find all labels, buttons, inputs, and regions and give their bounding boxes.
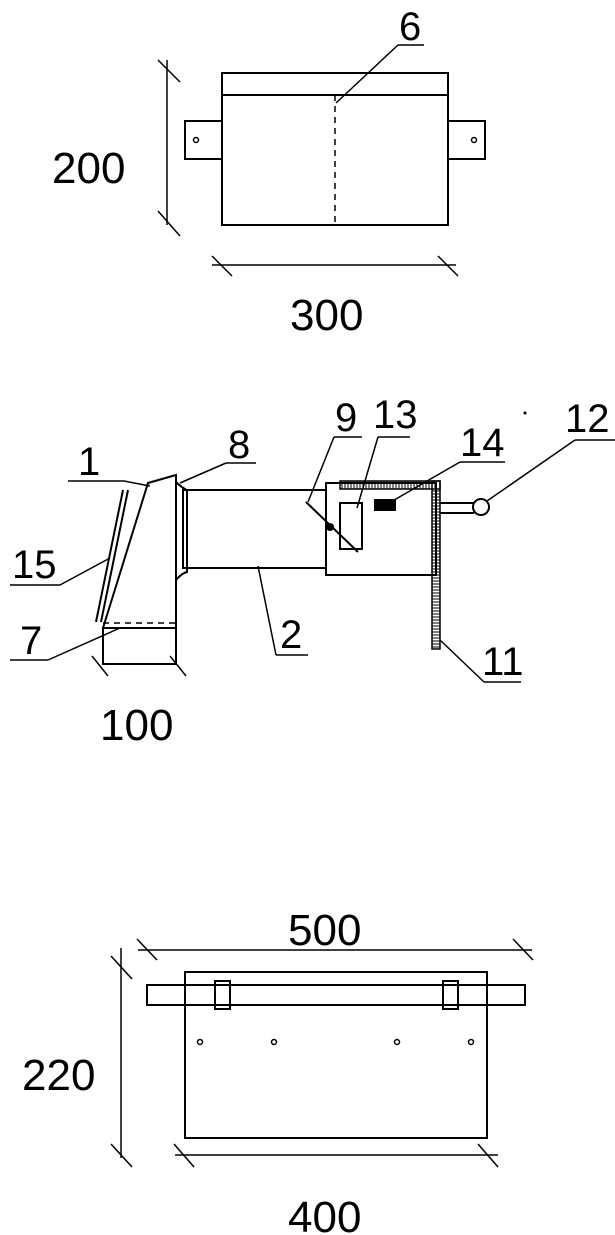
rail-clamp-right xyxy=(442,980,459,1010)
valve-pivot-9 xyxy=(326,523,334,531)
plate-hole-4 xyxy=(467,1038,475,1046)
flange-8 xyxy=(175,481,188,581)
callout-1-leader xyxy=(123,480,151,487)
tube-2 xyxy=(182,489,327,569)
bottom-view: 500 220 400 xyxy=(22,906,534,1235)
rail-clamp-left xyxy=(214,980,231,1010)
callout-8-leader xyxy=(179,462,227,484)
callout-15-leader xyxy=(59,557,111,586)
callout-11-label: 11 xyxy=(482,640,524,684)
plate-hole-3 xyxy=(393,1038,401,1046)
callout-14-leader xyxy=(388,461,461,504)
hopper-outlet xyxy=(102,627,177,665)
callout-7-label: 7 xyxy=(20,619,42,663)
plate-hole-2 xyxy=(270,1038,278,1046)
callout-9-leader xyxy=(307,436,335,503)
callout-12-label: 12 xyxy=(565,397,610,441)
top-left-tab xyxy=(184,120,223,160)
callout-13-leader xyxy=(356,436,379,509)
bottom-plate xyxy=(184,971,488,1139)
callout-11-leader xyxy=(439,639,485,683)
dim-200-tick-top xyxy=(157,59,181,83)
dim-300-tick-left xyxy=(211,255,233,277)
comb-strip-11 xyxy=(431,480,441,650)
bottom-rail xyxy=(146,984,526,1006)
callout-2-leader xyxy=(257,565,277,656)
top-right-tab-hole xyxy=(470,136,478,144)
top-left-tab-hole xyxy=(192,136,200,144)
hopper-body xyxy=(101,473,177,629)
callout-9-label: 9 xyxy=(335,396,357,440)
dim-400-tick-right xyxy=(477,1143,499,1168)
dim-100-tick-right xyxy=(169,655,187,677)
housing xyxy=(325,482,437,576)
plate-hole-1 xyxy=(196,1038,204,1046)
callout-2-label: 2 xyxy=(280,613,302,657)
callout-15-label: 15 xyxy=(12,543,57,587)
dim-220-label: 220 xyxy=(22,1051,95,1100)
top-view: 6 200 300 xyxy=(52,5,486,340)
callout-6-label: 6 xyxy=(399,5,421,49)
callout-12-leader xyxy=(486,439,576,502)
handle-knob-12 xyxy=(472,498,490,516)
dim-300-label: 300 xyxy=(290,291,363,340)
comb-ticks xyxy=(341,481,440,648)
dim-500-tick-left xyxy=(136,938,158,961)
inner-block-13 xyxy=(339,502,363,550)
stray-dot xyxy=(523,411,527,415)
dim-100-tick-left xyxy=(91,655,109,677)
callout-7-leader xyxy=(47,627,121,661)
callout-1-label: 1 xyxy=(78,440,100,484)
dim-220-tick-bottom xyxy=(110,1143,133,1168)
dim-100-label: 100 xyxy=(100,701,173,750)
dim-200-label: 200 xyxy=(52,144,125,193)
top-right-tab xyxy=(447,120,486,160)
dim-500-label: 500 xyxy=(288,906,361,955)
side-view: 1 8 15 7 2 9 13 14 12 xyxy=(10,393,615,750)
dim-220-tick-top xyxy=(110,955,133,980)
inclined-plate-15-b xyxy=(100,489,129,623)
callout-14-label: 14 xyxy=(460,421,505,465)
callout-8-label: 8 xyxy=(228,423,250,467)
dim-400-tick-left xyxy=(173,1143,195,1168)
dim-300-tick-right xyxy=(437,255,459,277)
inclined-plate-15-a xyxy=(95,489,124,623)
dim-200-tick-bottom xyxy=(157,210,181,237)
dim-500-tick-right xyxy=(512,938,534,961)
dim-400-label: 400 xyxy=(288,1193,361,1235)
callout-13-label: 13 xyxy=(373,393,418,437)
callout-6-leader xyxy=(335,44,399,104)
